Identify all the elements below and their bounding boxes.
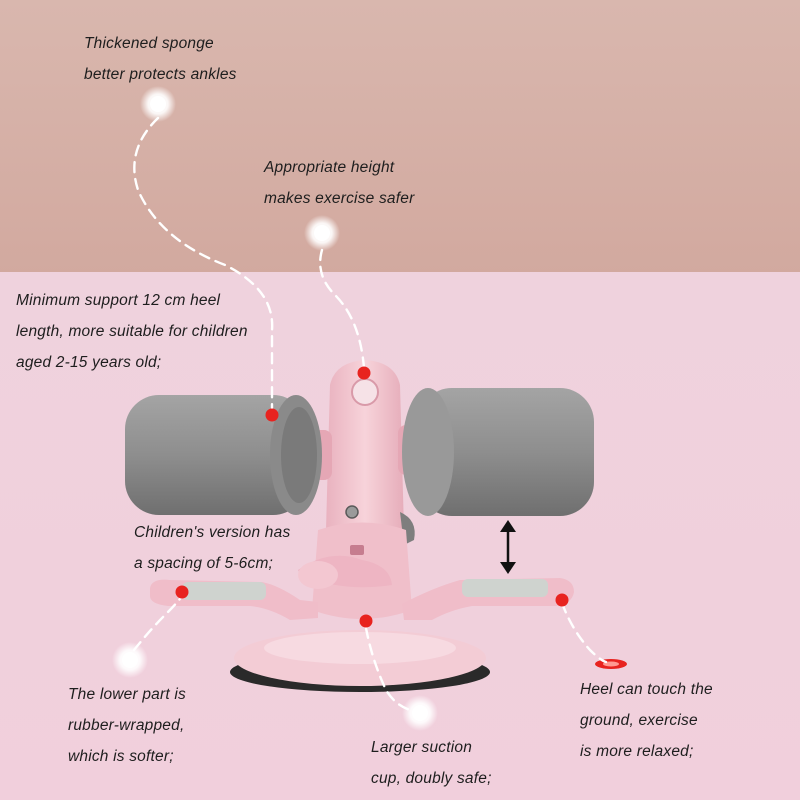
situp-assist-device bbox=[125, 360, 627, 692]
red-markers bbox=[175, 366, 569, 628]
callout-spacing: Children's version has a spacing of 5-6c… bbox=[134, 524, 291, 572]
left-foam-roller bbox=[125, 395, 322, 515]
left-arm-marker bbox=[175, 585, 189, 599]
rubber-line bbox=[132, 594, 184, 652]
center-column bbox=[326, 360, 404, 560]
right-foam-roller bbox=[402, 388, 594, 516]
suction-line bbox=[364, 626, 412, 712]
base-marker bbox=[359, 614, 373, 628]
callout-lines bbox=[132, 116, 608, 712]
height-line bbox=[318, 248, 366, 370]
glow-dots bbox=[112, 86, 438, 731]
heel-line bbox=[560, 601, 608, 664]
sponge-marker bbox=[265, 408, 279, 422]
sponge-line bbox=[133, 116, 274, 410]
callout-suction: Larger suction cup, doubly safe; bbox=[371, 739, 492, 787]
wall-background bbox=[0, 0, 800, 275]
callout-support: Minimum support 12 cm heel length, more … bbox=[16, 292, 248, 371]
adjust-screw bbox=[345, 505, 359, 519]
right-arm-marker bbox=[555, 593, 569, 607]
callout-height: Appropriate height makes exercise safer bbox=[264, 159, 415, 207]
callout-sponge: Thickened sponge better protects ankles bbox=[84, 35, 237, 83]
callout-rubber: The lower part is rubber-wrapped, which … bbox=[68, 686, 186, 765]
callout-heel: Heel can touch the ground, exercise is m… bbox=[580, 681, 713, 760]
column-hole bbox=[351, 378, 379, 406]
left-grip-pad bbox=[182, 582, 266, 600]
spacing-arrow bbox=[500, 520, 516, 574]
height-marker bbox=[357, 366, 371, 380]
right-grip-pad bbox=[462, 579, 548, 597]
